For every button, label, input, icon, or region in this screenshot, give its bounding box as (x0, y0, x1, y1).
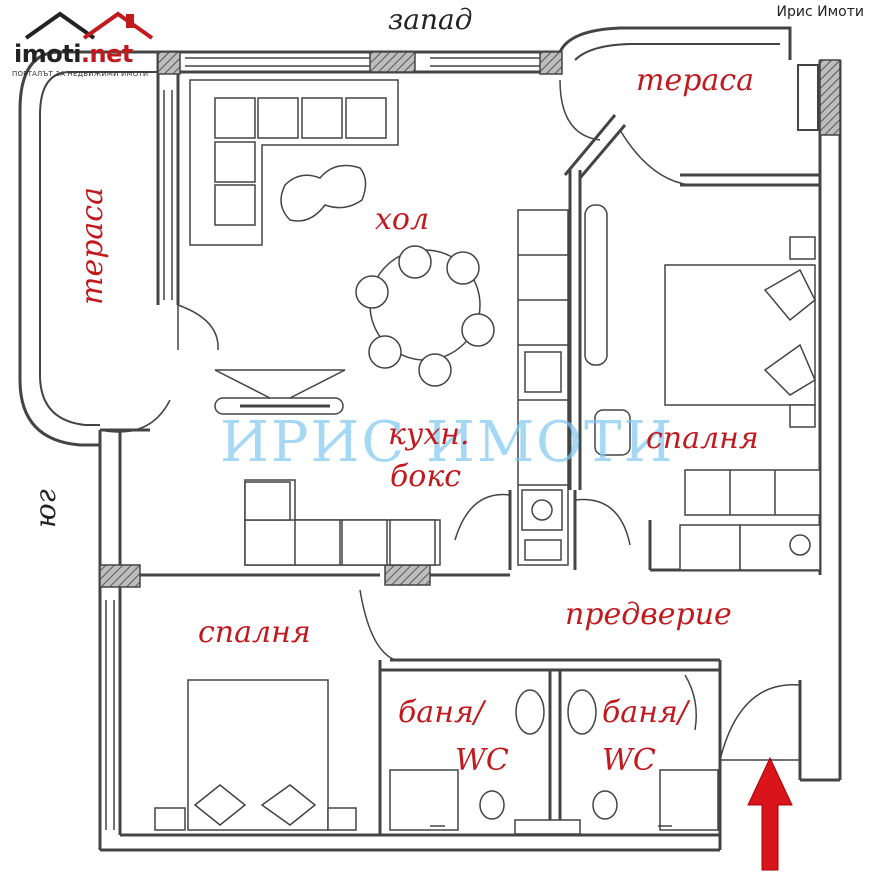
living-sofa (244, 479, 441, 566)
room-bath1-line2: WC (455, 743, 509, 778)
interior-walls (100, 114, 820, 835)
terrace-west-outline (18, 50, 158, 447)
room-terrace-north: тераса (636, 63, 754, 98)
bathroom-fixtures (389, 689, 719, 835)
room-hallway: предверие (565, 597, 732, 632)
direction-south: юг (29, 489, 62, 528)
door-swings (99, 79, 801, 761)
room-bedroom-south: спалня (198, 615, 311, 650)
house-roof-icon (24, 11, 154, 40)
kitchen-counter (517, 209, 569, 566)
room-bath2-line1: баня/ (602, 695, 688, 730)
logo-tagline: ПОРТАЛЪТ ЗА НЕДВИЖИМИ ИМОТИ (12, 70, 149, 78)
room-bath2-line2: WC (602, 743, 656, 778)
wardrobe-east (679, 469, 821, 571)
room-bath1-line1: баня/ (398, 695, 484, 730)
logo-wordmark: imoti.net (14, 40, 133, 68)
coffee-table (280, 164, 367, 222)
direction-west: запад (388, 3, 473, 36)
columns (99, 51, 841, 588)
room-terrace-west: тераса (75, 187, 110, 305)
room-living: хол (375, 202, 430, 237)
watermark: ИРИС ИМОТИ (220, 410, 675, 475)
imoti-logo: imoti.net ПОРТАЛЪТ ЗА НЕДВИЖИМИ ИМОТИ (8, 8, 168, 88)
room-kitchen-line2: бокс (390, 459, 462, 494)
room-kitchen-line1: кухн. (388, 417, 470, 452)
room-bedroom-east: спалня (646, 421, 759, 456)
dining-table (355, 245, 495, 387)
tv-stand (214, 369, 346, 415)
bed-east (664, 236, 816, 428)
agency-name: Ирис Имоти (776, 4, 864, 20)
bed-south (154, 679, 357, 831)
corner-sofa (189, 79, 399, 246)
arrow-up-icon (747, 756, 793, 871)
terrace-east-outline (558, 26, 792, 60)
